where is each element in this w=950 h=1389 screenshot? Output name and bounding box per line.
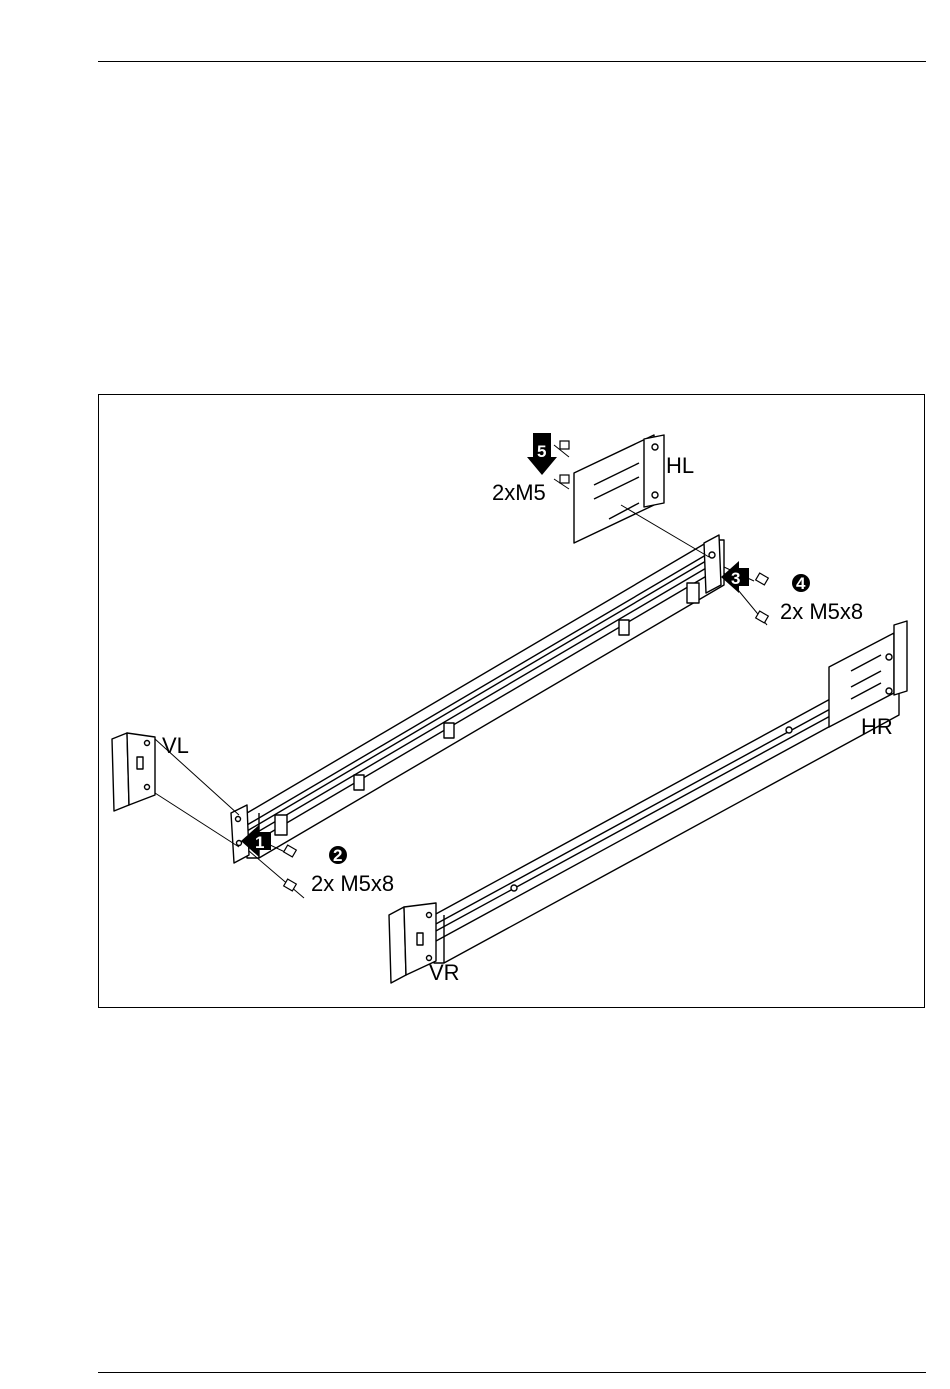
step-2-marker: 2 [329, 846, 347, 865]
step-5-number: 5 [537, 442, 546, 461]
label-hl: HL [666, 453, 694, 478]
label-screws-hl: 2xM5 [492, 480, 546, 505]
rail-assembly-drawing: 1 3 5 2 4 HL 2xM5 2x M5x8 HR VL 2x M5x8 … [99, 395, 926, 1009]
step-2-number: 2 [333, 846, 342, 865]
header-rule [98, 61, 926, 62]
label-vr: VR [429, 960, 460, 985]
step-3-number: 3 [731, 569, 740, 588]
left-rail-rear-bracket [704, 535, 721, 593]
step-1-number: 1 [255, 833, 264, 852]
rail-assembly-figure: 1 3 5 2 4 HL 2xM5 2x M5x8 HR VL 2x M5x8 … [98, 394, 925, 1008]
step-5-marker: 5 [527, 433, 557, 475]
label-screws-rear: 2x M5x8 [780, 599, 863, 624]
step-4-marker: 4 [792, 574, 810, 593]
step-3-marker: 3 [721, 561, 749, 593]
label-hr: HR [861, 714, 893, 739]
vl-bracket [112, 733, 155, 811]
left-rail-front-bracket [231, 805, 249, 863]
label-vl: VL [162, 733, 189, 758]
label-screws-front: 2x M5x8 [311, 871, 394, 896]
step-4-number: 4 [796, 574, 806, 593]
footer-rule [98, 1372, 926, 1373]
hl-bracket [574, 435, 664, 543]
